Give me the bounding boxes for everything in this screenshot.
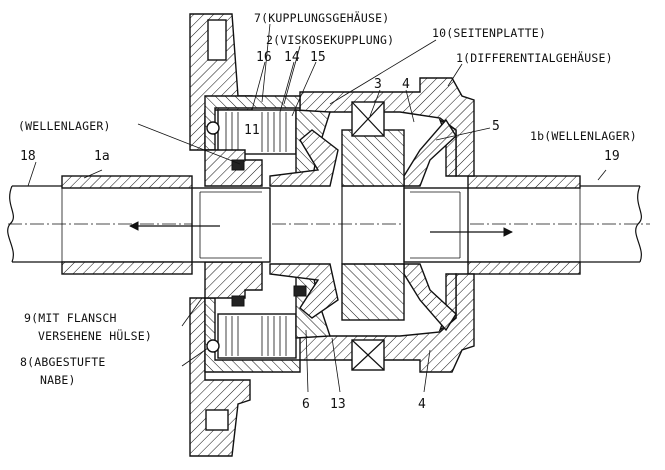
callout-3: 3	[374, 77, 382, 92]
callout-15: 15	[310, 50, 326, 65]
axial-force-arrows	[129, 221, 513, 237]
pinion-shaft-3	[341, 101, 405, 371]
left-side-gear-6	[269, 129, 339, 319]
label-differentialgehaeuse: 1(DIFFERENTIALGEHÄUSE)	[456, 50, 613, 65]
callout-4-bottom: 4	[418, 397, 426, 412]
callout-1a: 1a	[94, 149, 110, 164]
callout-16: 16	[256, 50, 272, 65]
label-flansch-line2: VERSEHENE HÜLSE)	[38, 327, 152, 343]
right-side-gear-4	[403, 118, 457, 332]
callout-4-top: 4	[402, 77, 410, 92]
callout-13: 13	[330, 397, 346, 412]
callout-14: 14	[284, 50, 300, 65]
callout-19: 19	[604, 149, 620, 164]
label-flansch-line1: 9(MIT FLANSCH	[24, 311, 117, 325]
stepped-hub-8	[204, 149, 263, 307]
label-seitenplatte: 10(SEITENPLATTE)	[432, 26, 546, 40]
leader-lines	[27, 23, 607, 393]
label-nabe-line2: NABE)	[40, 373, 76, 387]
callout-11: 11	[244, 123, 260, 138]
callout-5: 5	[492, 119, 500, 134]
viscous-coupling-plates-bottom	[206, 313, 297, 359]
callout-18: 18	[20, 149, 36, 164]
label-kupplungsgehaeuse: 7(KUPPLUNGSGEHÄUSE)	[254, 10, 389, 25]
left-sleeve-1a	[61, 175, 193, 275]
callout-6: 6	[302, 397, 310, 412]
viscous-coupling-plates-top	[206, 109, 297, 155]
splined-inner-hub-right	[403, 187, 469, 263]
right-sleeve-1b	[467, 175, 581, 275]
label-viskosekupplung: 2(VISKOSEKUPPLUNG)	[266, 33, 394, 47]
splined-inner-hub-left	[191, 187, 271, 263]
label-wellenlager-left: (WELLENLAGER)	[18, 119, 111, 133]
label-nabe-line1: 8(ABGESTUFTE	[20, 355, 105, 369]
label-wellenlager-right: 1b(WELLENLAGER)	[530, 129, 637, 143]
